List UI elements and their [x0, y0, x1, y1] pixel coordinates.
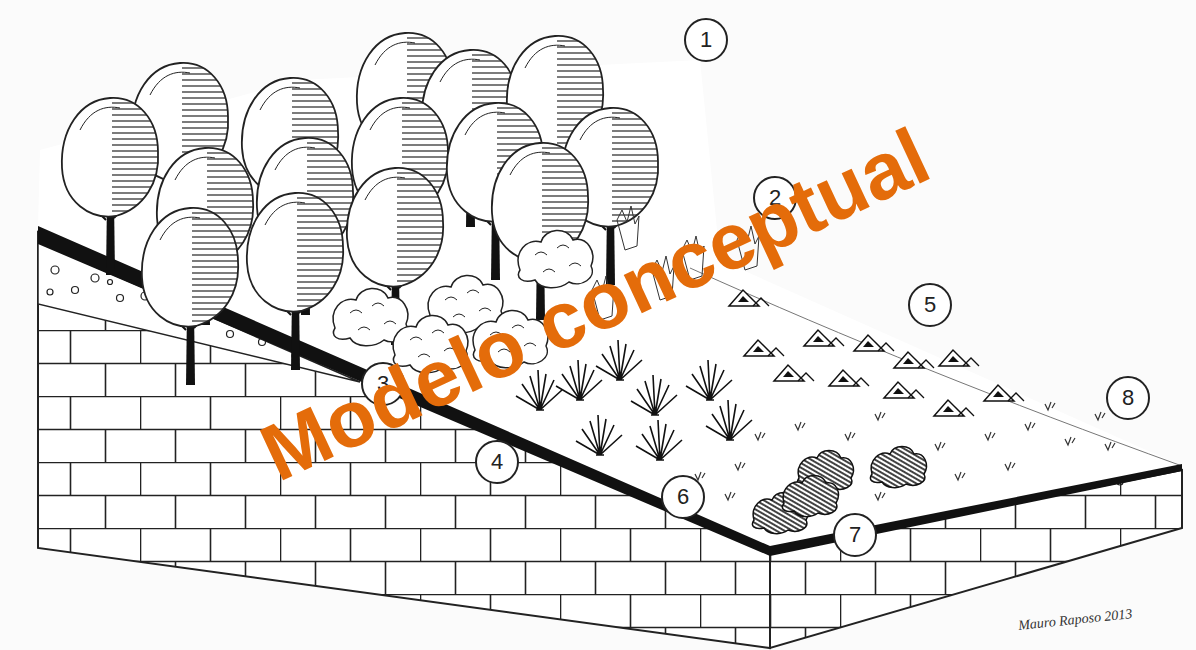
watermark: Modelo conceptual	[250, 116, 940, 495]
callout-circle: 4	[475, 440, 519, 484]
callout-number: 5	[924, 294, 936, 316]
callout-number: 6	[677, 486, 689, 508]
callout-number: 1	[700, 29, 712, 51]
callout-circle: 7	[833, 513, 877, 557]
callout-circle: 8	[1106, 376, 1150, 420]
callout-number: 7	[849, 524, 861, 546]
callout-number: 8	[1122, 387, 1134, 409]
grass-marks	[695, 402, 1115, 500]
callout-circle: 6	[661, 475, 705, 519]
callout-number: 4	[491, 451, 503, 473]
callout-circle: 1	[684, 18, 728, 62]
callout-circle: 5	[908, 283, 952, 327]
plain-edge	[690, 268, 1182, 466]
signature: Mauro Raposo 2013	[1017, 607, 1132, 633]
mounds	[729, 290, 1024, 416]
